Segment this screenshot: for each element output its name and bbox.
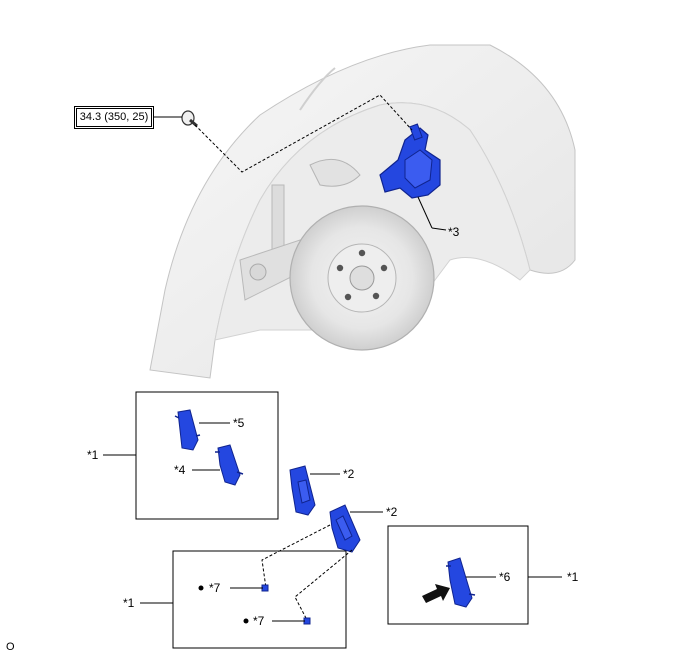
ball-joint [249,263,267,281]
shim-leader-upper [261,524,331,589]
body-edge [299,67,336,111]
hub-center [349,265,375,291]
wheel-studs [336,249,388,301]
grease-dot-upper [198,585,204,591]
pad-part-2-upper [289,465,316,516]
callout-c5: *5 [233,416,245,430]
torque-spec-box: 34.3 (350, 25) [74,106,154,129]
callout-c3: *3 [448,225,460,239]
pad-kit-box-upper [135,391,279,520]
pad-part-2-lower [329,504,361,553]
pad-part-5 [174,409,201,451]
c3-leader-b [431,227,447,231]
arrow-icon [422,584,450,603]
callout-c1-bottom: *1 [123,596,135,610]
caliper-bolt [181,110,198,128]
callout-c7-lower: *7 [253,614,265,628]
callout-c2-upper: *2 [343,467,355,481]
callout-c1-left: *1 [87,448,99,462]
spring [309,158,361,187]
callout-c4: *4 [174,463,186,477]
shim-leader-lower [294,549,353,621]
callout-c1-right: *1 [567,570,579,584]
callout-c7-upper: *7 [209,581,221,595]
c3-leader-a [417,196,433,229]
brake-caliper [379,123,441,199]
vehicle-illustration [149,44,576,379]
pad-detail-box-right [387,525,529,625]
callout-c6: *6 [499,570,511,584]
callout-c2-lower: *2 [386,505,398,519]
grease-dot-lower [243,618,249,624]
shim-box-bottom [172,550,347,649]
bolt-leader [194,94,413,173]
figure-id: O [6,641,15,653]
torque-spec-text: 34.3 (350, 25) [76,108,152,127]
pad-part-6 [446,557,476,608]
pad-part-4 [215,444,244,486]
